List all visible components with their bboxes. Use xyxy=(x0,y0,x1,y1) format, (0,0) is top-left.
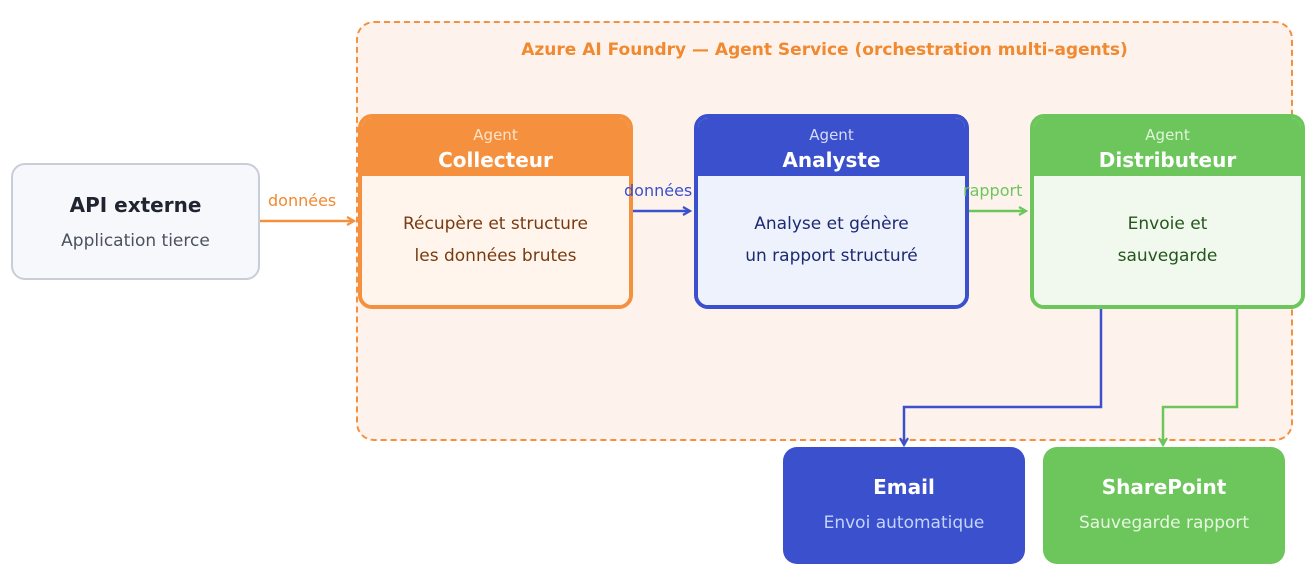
agent-collecteur-name: Collecteur xyxy=(438,148,553,172)
external-api-title: API externe xyxy=(69,193,202,217)
sharepoint-subtitle: Sauvegarde rapport xyxy=(1078,513,1250,533)
sharepoint-node[interactable]: SharePoint Sauvegarde rapport xyxy=(1043,447,1285,564)
agent-distributeur-header: Agent Distributeur xyxy=(1034,118,1301,176)
agent-collecteur-desc-line2: les données brutes xyxy=(414,246,577,266)
edge-distributeur-to-email xyxy=(904,309,1103,445)
agent-analyste-header: Agent Analyste xyxy=(698,118,965,176)
sharepoint-title: SharePoint xyxy=(1101,475,1227,499)
agent-analyste-kicker: Agent xyxy=(809,126,854,144)
edge-label-collecteur-analyste: données xyxy=(624,181,693,200)
orchestration-title: Azure AI Foundry — Agent Service (orches… xyxy=(521,40,1128,60)
agent-distributeur-node[interactable]: Agent Distributeur Envoie et sauvegarde xyxy=(1030,114,1305,309)
edge-label-analyste-distributeur: rapport xyxy=(963,181,1023,200)
agent-distributeur-name: Distributeur xyxy=(1098,148,1237,172)
external-api-subtitle: Application tierce xyxy=(61,231,210,251)
agent-distributeur-body: Envoie et sauvegarde xyxy=(1034,176,1301,305)
agent-collecteur-desc-line1: Récupère et structure xyxy=(402,214,589,234)
email-node[interactable]: Email Envoi automatique xyxy=(783,447,1025,564)
external-api-node[interactable]: API externe Application tierce xyxy=(11,163,260,280)
edge-distributeur-to-sharepoint xyxy=(1163,309,1239,445)
agent-analyste-node[interactable]: Agent Analyste Analyse et génère un rapp… xyxy=(694,114,969,309)
agent-distributeur-kicker: Agent xyxy=(1145,126,1190,144)
agent-analyste-desc-line2: un rapport structuré xyxy=(745,246,918,266)
agent-analyste-desc-line1: Analyse et génère xyxy=(754,214,909,234)
agent-analyste-name: Analyste xyxy=(782,148,881,172)
agent-analyste-body: Analyse et génère un rapport structuré xyxy=(698,176,965,305)
agent-distributeur-desc-line1: Envoie et xyxy=(1127,214,1208,234)
agent-collecteur-body: Récupère et structure les données brutes xyxy=(362,176,629,305)
agent-collecteur-kicker: Agent xyxy=(473,126,518,144)
agent-collecteur-header: Agent Collecteur xyxy=(362,118,629,176)
agent-collecteur-node[interactable]: Agent Collecteur Récupère et structure l… xyxy=(358,114,633,309)
edge-label-api-collecteur: données xyxy=(268,191,337,210)
email-title: Email xyxy=(873,475,935,499)
agent-distributeur-desc-line2: sauvegarde xyxy=(1117,246,1218,266)
email-subtitle: Envoi automatique xyxy=(823,513,985,533)
